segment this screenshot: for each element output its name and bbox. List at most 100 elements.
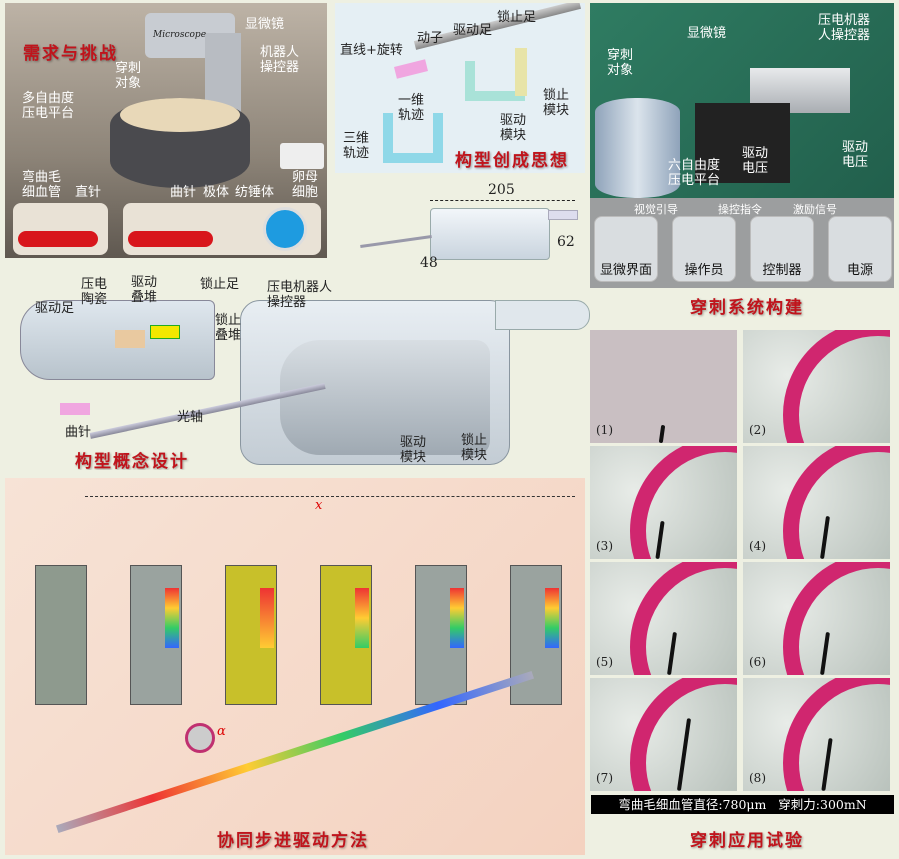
label-lock-stack: 锁止 叠堆 (215, 313, 242, 343)
system-title: 穿刺系统构建 (690, 298, 804, 318)
step-cell-1 (35, 565, 87, 705)
piezo-platform-photo (595, 98, 680, 198)
experiment-caption: 弯曲毛细血管直径:780μm 穿刺力:300mN (591, 795, 894, 814)
oocyte-icon (263, 207, 307, 251)
stack-gradient (545, 588, 559, 648)
vessel-ring (630, 678, 737, 791)
frame-6: (6) (743, 562, 890, 675)
label-target: 穿刺 对象 (115, 61, 142, 91)
output-shaft (548, 210, 578, 220)
flow-microscope-interface: 显微界面 (594, 216, 658, 282)
experiment-title: 穿刺应用试验 (690, 831, 804, 851)
label-three-dim: 三维 轨迹 (343, 131, 370, 161)
controller-device (280, 143, 324, 169)
frame-2: (2) (743, 330, 890, 443)
label-lock-module: 锁止 模块 (543, 88, 570, 118)
label-platform: 六自由度 压电平台 (668, 158, 721, 188)
label-spindle: 纺锤体 (235, 185, 275, 200)
lock-module-shape (515, 48, 527, 96)
label-platform: 多自由度 压电平台 (22, 91, 75, 121)
stack-gradient (165, 588, 179, 648)
method-panel: x α 协同步进驱动方法 (5, 478, 585, 855)
vessel-icon (128, 231, 213, 247)
drive-cylinder (280, 340, 490, 455)
experiment-panel: (1) (2) (3) (4) (5) (6) (7) (8) (590, 330, 894, 815)
frame-number: (1) (596, 423, 613, 437)
inset-curved-needle (123, 203, 321, 255)
vessel-icon (18, 231, 98, 247)
flow-label: 电源 (846, 263, 873, 278)
needle-hub (394, 59, 428, 79)
demand-panel: Microscope 需求与挑战 显微镜 机器人 操控器 穿刺 对象 多自由度 … (5, 3, 327, 258)
flow-controller: 控制器 (750, 216, 814, 282)
flow-operator: 操作员 (672, 216, 736, 282)
label-mover: 动子 (417, 31, 444, 46)
label-one-dim: 一维 轨迹 (398, 93, 425, 123)
frame-number: (8) (749, 771, 766, 785)
flow-label: 操作员 (684, 263, 724, 278)
label-drive-voltage-2: 驱动 电压 (842, 140, 869, 170)
label-microscope: 显微镜 (687, 26, 727, 41)
inset-straight-needle (13, 203, 108, 255)
label-motion: 直线+旋转 (340, 43, 403, 58)
frame-number: (4) (749, 539, 766, 553)
microscope-brand: Microscope (153, 30, 207, 40)
dimension-length: 205 (488, 182, 515, 198)
label-lock-module: 锁止 模块 (461, 433, 488, 463)
frame-number: (5) (596, 655, 613, 669)
label-manipulator: 压电机器 人操控器 (818, 13, 871, 43)
arrow-label-excitation-signal: 激励信号 (793, 203, 837, 216)
concept-idea-panel: 动子 驱动足 锁止足 直线+旋转 一维 轨迹 三维 轨迹 驱动 模块 锁止 模块… (335, 3, 585, 173)
label-manipulator: 机器人 操控器 (260, 45, 300, 75)
label-drive-stack: 驱动 叠堆 (131, 275, 158, 305)
label-drive-voltage: 驱动 电压 (742, 146, 769, 176)
concept-idea-title: 构型创成思想 (455, 151, 569, 171)
flow-label: 显微界面 (599, 263, 652, 278)
label-target: 穿刺 对象 (607, 48, 634, 78)
label-lock-foot: 锁止足 (497, 10, 537, 25)
vessel-ring (630, 562, 737, 675)
housing-box (430, 208, 550, 260)
arrow-label-visual-guidance: 视觉引导 (634, 203, 678, 216)
stack-gradient (450, 588, 464, 648)
platform-top (120, 98, 240, 132)
arrow-label-control-command: 操控指令 (718, 203, 762, 216)
frame-3: (3) (590, 446, 737, 559)
label-x: x (315, 498, 323, 513)
label-polar-body: 极体 (203, 185, 230, 200)
frame-5: (5) (590, 562, 737, 675)
needle-shaft (360, 235, 432, 248)
vessel-ring (783, 446, 890, 559)
label-oocyte: 卵母 细胞 (292, 170, 319, 200)
frame-1: (1) (590, 330, 737, 443)
needle-hub (60, 403, 90, 415)
output-tube (495, 300, 590, 330)
design-title: 构型概念设计 (75, 452, 189, 470)
needle-icon (658, 424, 666, 443)
dim-line-length (430, 200, 575, 201)
stand-photo (695, 103, 790, 183)
frame-number: (6) (749, 655, 766, 669)
alpha-dial (185, 723, 215, 753)
label-robot: 压电机器人 操控器 (267, 280, 333, 310)
label-microscope: 显微镜 (245, 17, 285, 32)
label-drive-module: 驱动 模块 (400, 435, 427, 465)
frame-number: (3) (596, 539, 613, 553)
vessel-ring (783, 330, 890, 443)
vessel-ring (783, 562, 890, 675)
method-title: 协同步进驱动方法 (217, 831, 369, 851)
stack-gradient (355, 588, 369, 648)
label-drive-foot: 驱动足 (453, 23, 493, 38)
label-piezo-ceramic: 压电 陶瓷 (81, 277, 108, 307)
design-panel: 驱动足 压电 陶瓷 驱动 叠堆 锁止足 锁止 叠堆 压电机器人 操控器 光轴 曲… (5, 275, 590, 470)
label-shaft: 光轴 (177, 410, 204, 425)
vessel-ring (783, 678, 890, 791)
rotary-drive-illustration (55, 670, 535, 834)
trajectory-u-shape (383, 113, 443, 163)
flow-label: 控制器 (762, 263, 802, 278)
label-straight-needle: 直针 (75, 185, 102, 200)
flow-power-supply: 电源 (828, 216, 892, 282)
vessel-ring (630, 446, 737, 559)
system-panel: 显微镜 压电机器 人操控器 穿刺 对象 六自由度 压电平台 驱动 电压 驱动 电… (590, 3, 894, 288)
lock-stack (150, 325, 180, 339)
